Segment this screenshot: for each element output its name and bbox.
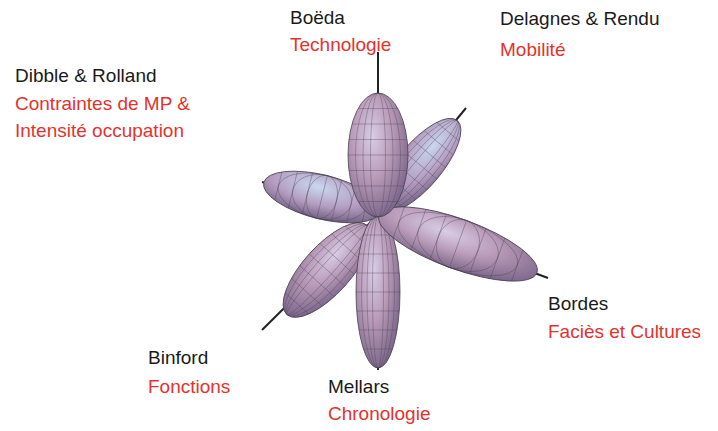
author-name: Delagnes & Rendu: [500, 5, 660, 32]
author-name: Dibble & Rolland: [15, 62, 157, 89]
lobe: [371, 192, 546, 296]
theme-label: Chronologie: [328, 400, 430, 427]
author-name: Binford: [148, 344, 208, 371]
theme-label: Fonctions: [148, 373, 230, 400]
lobe: [356, 216, 400, 368]
author-name: Bordes: [548, 290, 608, 317]
lobe: [348, 93, 408, 217]
lobes: [258, 93, 545, 368]
theme-label: Technologie: [290, 31, 391, 58]
theme-label: Mobilité: [500, 36, 565, 63]
author-name: Boëda: [290, 4, 345, 31]
theme-label: Contraintes de MP & Intensité occupation: [15, 90, 190, 144]
theme-label: Faciès et Cultures: [548, 318, 701, 345]
author-name: Mellars: [328, 373, 389, 400]
